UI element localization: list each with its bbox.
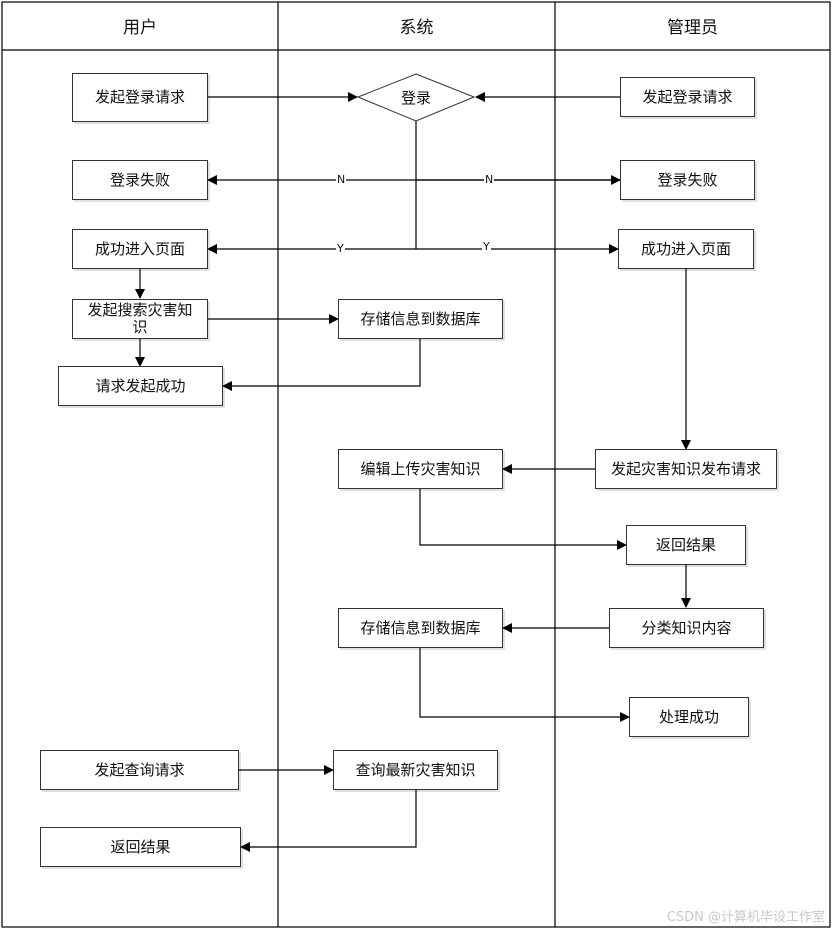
system-store-db-box-2: 存储信息到数据库 [338,608,503,648]
admin-enter-page-box: 成功进入页面 [618,229,754,269]
lane-header-system: 系统 [399,17,434,38]
edge-edit-return [419,489,627,550]
system-edit-upload-box: 编辑上传灾害知识 [338,449,503,489]
user-search-knowledge-box: 发起搜索灾害知识 [72,299,208,339]
edge-label-yes-admin: Y [482,240,491,253]
system-store-db-box-1: 存储信息到数据库 [338,299,503,339]
system-query-latest-box: 查询最新灾害知识 [333,750,498,790]
edge-label-yes-user: Y [336,242,345,255]
admin-return-result-box: 返回结果 [626,525,746,565]
admin-classify-box: 分类知识内容 [609,608,764,648]
admin-publish-request-box: 发起灾害知识发布请求 [595,449,777,489]
user-login-request-box: 发起登录请求 [72,73,208,122]
lane-header-admin: 管理员 [667,17,718,38]
user-login-failed-box: 登录失败 [72,160,208,200]
edge-label-no-admin: N [484,173,495,186]
edge-store-process [419,648,630,722]
watermark: CSDN @计算机毕设工作室 [666,910,825,925]
user-return-result-box: 返回结果 [40,827,241,867]
user-query-request-box: 发起查询请求 [40,750,239,790]
user-request-success-box: 请求发起成功 [58,366,223,406]
admin-login-failed-box: 登录失败 [620,160,755,200]
lane-header-user: 用户 [123,17,157,38]
edge-label-no-user: N [336,173,347,186]
edge-latest-return [240,790,417,852]
edge-store-success [222,339,421,391]
user-enter-page-box: 成功进入页面 [72,229,208,269]
admin-process-success-box: 处理成功 [629,697,749,737]
login-decision-label: 登录 [400,89,431,107]
admin-login-request-box: 发起登录请求 [620,77,755,117]
